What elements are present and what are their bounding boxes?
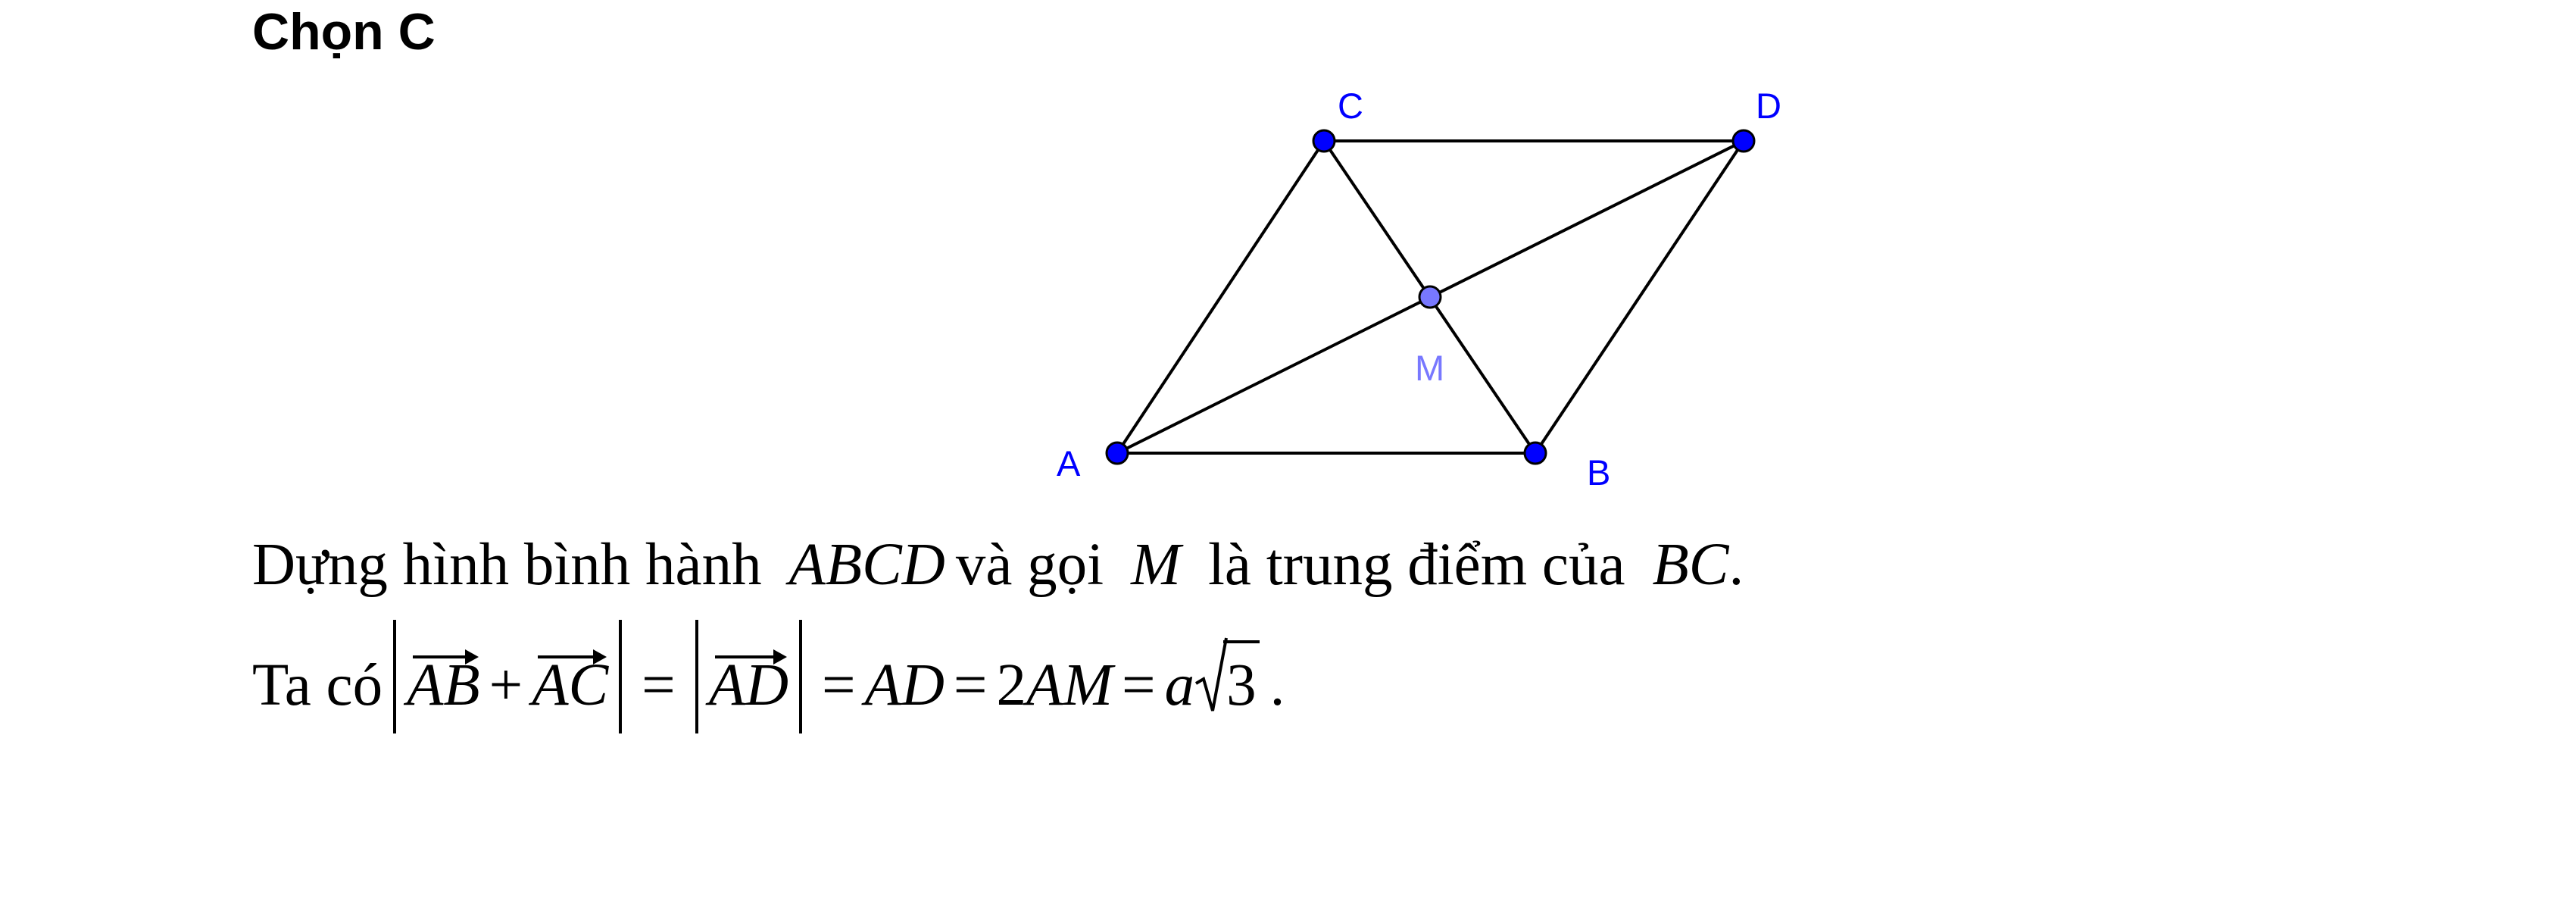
line1-intro: Dựng hình bình hành xyxy=(252,532,762,598)
length-ad: AD xyxy=(864,652,945,718)
parallelogram-name: ABCD xyxy=(788,532,945,598)
vector-ab: AB xyxy=(407,648,480,724)
answer-heading: Chọn C xyxy=(252,3,436,61)
line1-connector: và gọi xyxy=(955,532,1104,598)
point-b xyxy=(1523,441,1547,465)
segment-ac xyxy=(1116,139,1325,455)
equals-sign-2: = xyxy=(822,652,856,718)
line2-end: . xyxy=(1269,652,1285,718)
equals-sign-1: = xyxy=(642,652,676,718)
line2-intro: Ta có xyxy=(252,652,383,718)
abs-bar-left-2 xyxy=(695,620,698,733)
vector-ac: AC xyxy=(532,648,608,724)
plus-sign: + xyxy=(489,652,523,718)
abs-bar-right xyxy=(619,620,623,733)
variable-a: a xyxy=(1164,652,1195,718)
line1-end: . xyxy=(1728,532,1744,598)
segment-name: BC xyxy=(1652,532,1729,598)
length-am: AM xyxy=(1026,652,1113,718)
coefficient-two: 2 xyxy=(996,652,1026,718)
point-m xyxy=(1418,285,1442,309)
equals-sign-4: = xyxy=(1122,652,1156,718)
point-d xyxy=(1731,129,1756,153)
abs-bar-left xyxy=(393,620,397,733)
label-d: D xyxy=(1756,86,1781,126)
label-b: B xyxy=(1587,452,1610,493)
label-c: C xyxy=(1338,86,1363,126)
equals-sign-3: = xyxy=(953,652,988,718)
radical-sign-icon xyxy=(1195,637,1229,712)
line1-middle: là trung điểm của xyxy=(1207,532,1625,598)
square-root: 3 xyxy=(1194,636,1260,724)
abs-bar-right-2 xyxy=(799,620,803,733)
segment-bd xyxy=(1534,139,1745,455)
parallelogram-figure: A B C D M xyxy=(1057,86,1781,493)
label-a: A xyxy=(1057,443,1081,483)
point-c xyxy=(1312,129,1336,153)
radicand-three: 3 xyxy=(1223,640,1260,724)
label-m: M xyxy=(1415,348,1444,388)
point-a xyxy=(1105,441,1129,465)
midpoint-name: M xyxy=(1131,532,1181,598)
vector-ad: AD xyxy=(709,648,788,724)
